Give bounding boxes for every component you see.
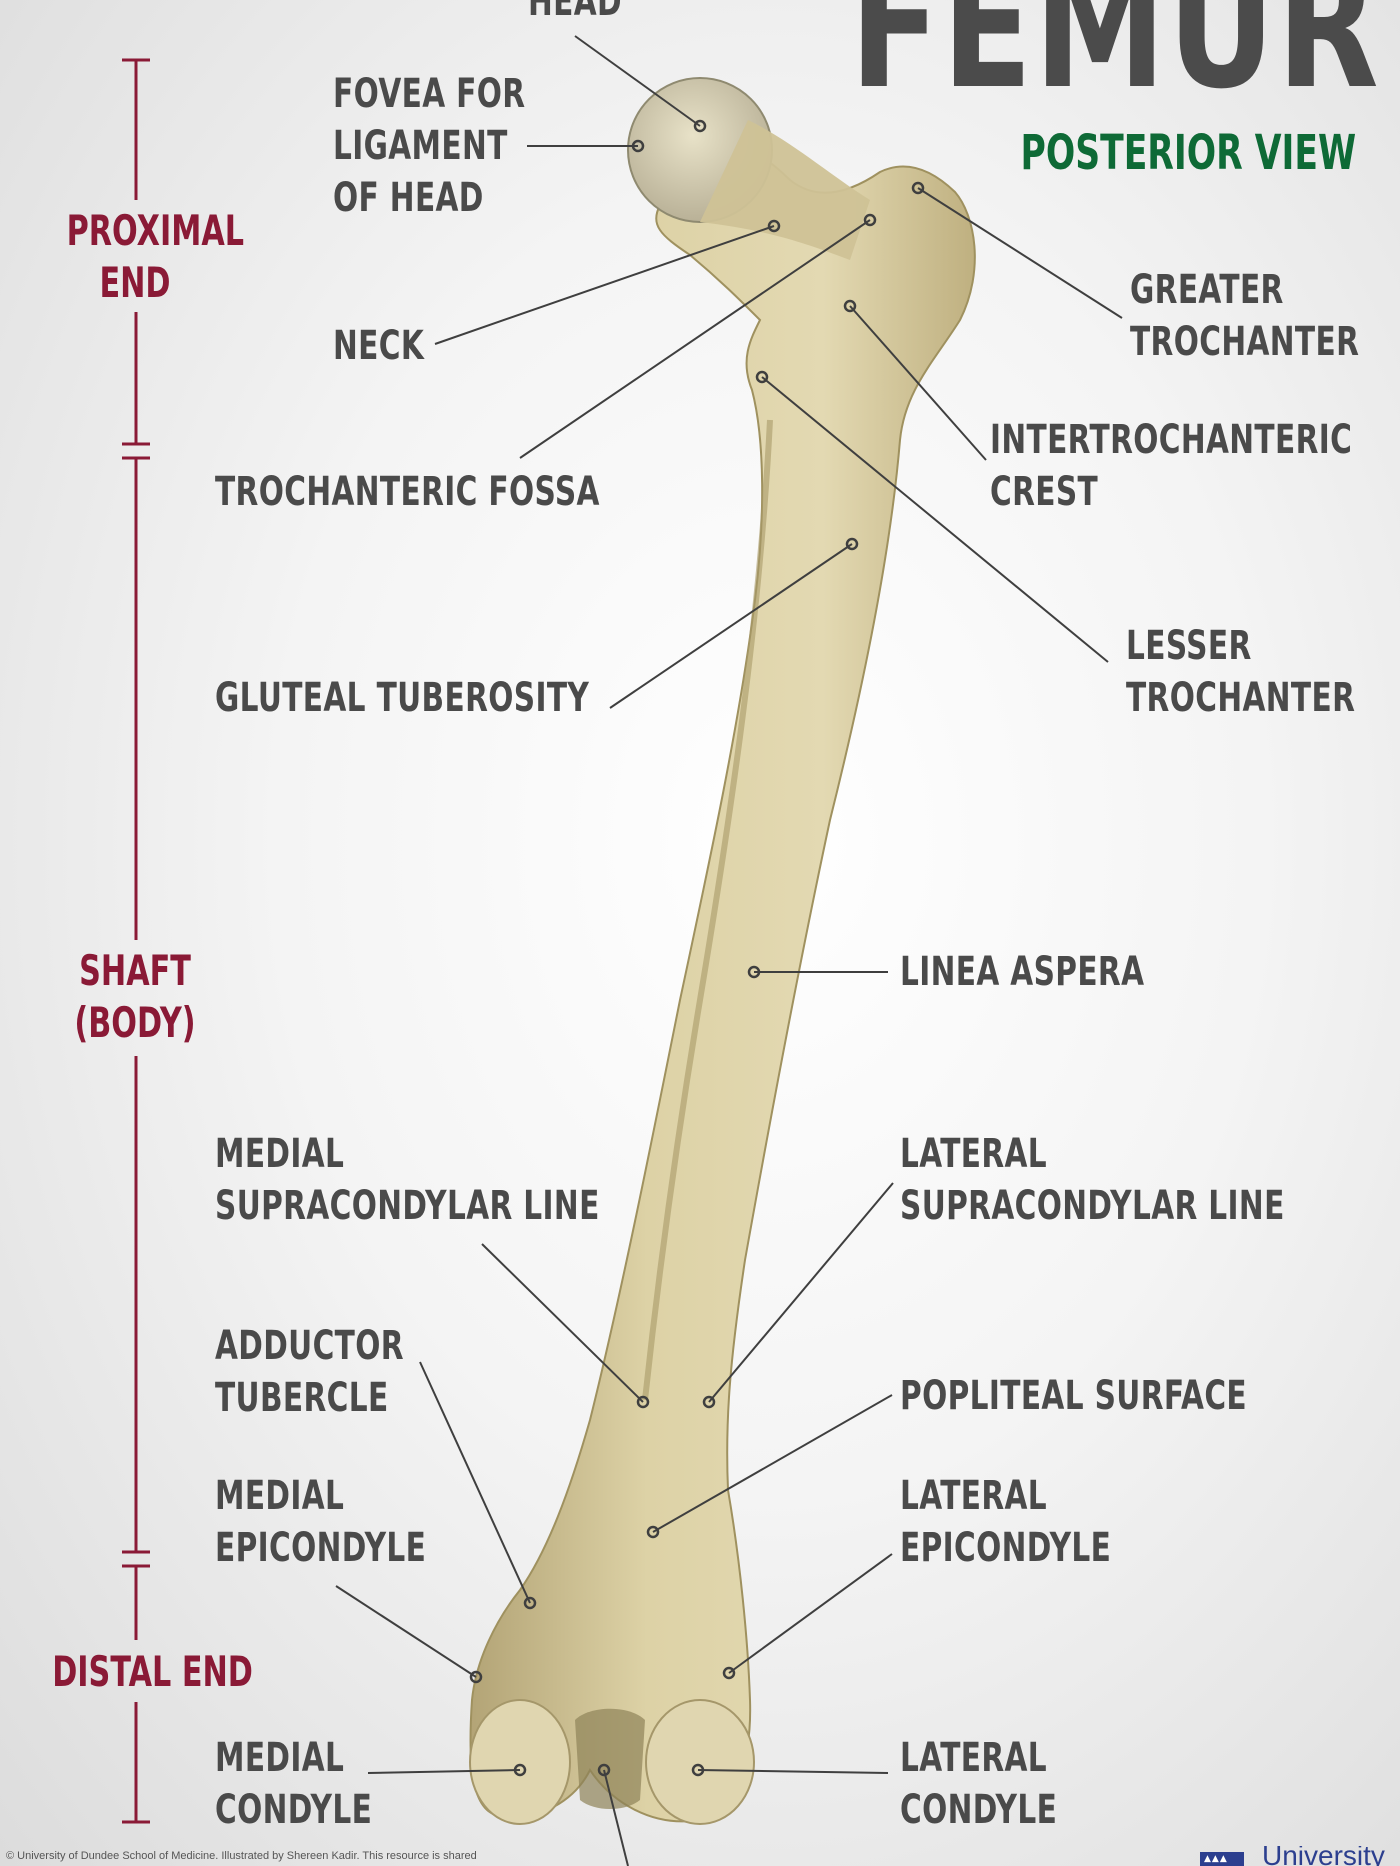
label-fovea-for-ligament-of-head: FOVEA FOR LIGAMENT OF HEAD bbox=[333, 71, 526, 221]
label-trochanteric-fossa: TROCHANTERIC FOSSA bbox=[215, 469, 600, 515]
region-shaft-line-2: (BODY) bbox=[74, 998, 196, 1047]
region-shaft-line-1: SHAFT bbox=[79, 946, 191, 995]
intercondylar-fossa bbox=[575, 1708, 645, 1809]
medial-condyle-shape bbox=[469, 1699, 571, 1825]
label-intertrochanteric-crest: INTERTROCHANTERIC CREST bbox=[990, 417, 1353, 515]
label-lateral-condyle: LATERAL CONDYLE bbox=[900, 1735, 1058, 1833]
label-lesser-trochanter: LESSER TROCHANTER bbox=[1126, 623, 1356, 721]
label-medial-condyle: MEDIAL CONDYLE bbox=[215, 1735, 373, 1833]
region-proximal-end: PROXIMAL END bbox=[66, 205, 245, 309]
label-lateral-epicondyle: LATERAL EPICONDYLE bbox=[900, 1473, 1112, 1571]
lateral-condyle-shape bbox=[645, 1699, 755, 1825]
label-lateral-supracondylar-line: LATERAL SUPRACONDYLAR LINE bbox=[900, 1131, 1285, 1229]
page-subtitle: POSTERIOR VIEW bbox=[1020, 125, 1356, 181]
label-popliteal-surface: POPLITEAL SURFACE bbox=[900, 1373, 1248, 1419]
label-neck: NECK bbox=[333, 323, 425, 369]
credit-line: © University of Dundee School of Medicin… bbox=[6, 1850, 477, 1862]
femoral-neck bbox=[700, 120, 870, 260]
label-greater-trochanter: GREATER TROCHANTER bbox=[1130, 267, 1360, 365]
leader-endpoints bbox=[469, 119, 925, 1777]
label-linea-aspera: LINEA ASPERA bbox=[900, 949, 1145, 995]
region-distal-line-1: DISTAL END bbox=[52, 1647, 253, 1696]
region-proximal-line-1: PROXIMAL bbox=[66, 206, 245, 255]
crest-icon bbox=[1200, 1852, 1244, 1866]
logo-text: University bbox=[1262, 1846, 1385, 1866]
label-head: HEAD bbox=[528, 0, 622, 25]
femur-bone bbox=[469, 77, 976, 1825]
label-medial-supracondylar-line: MEDIAL SUPRACONDYLAR LINE bbox=[215, 1131, 600, 1229]
linea-aspera-ridge bbox=[642, 419, 773, 1401]
university-logo: University bbox=[1200, 1846, 1400, 1866]
region-proximal-line-2: END bbox=[99, 258, 171, 307]
region-distal-end: DISTAL END bbox=[52, 1646, 253, 1698]
region-shaft: SHAFT (BODY) bbox=[67, 945, 204, 1049]
leader-lines bbox=[335, 35, 1123, 1866]
page-title: FEMUR bbox=[849, 0, 1380, 127]
region-bracket bbox=[122, 58, 150, 1824]
label-medial-epicondyle: MEDIAL EPICONDYLE bbox=[215, 1473, 427, 1571]
label-adductor-tubercle: ADDUCTOR TUBERCLE bbox=[215, 1323, 404, 1421]
label-gluteal-tuberosity: GLUTEAL TUBEROSITY bbox=[215, 675, 590, 721]
